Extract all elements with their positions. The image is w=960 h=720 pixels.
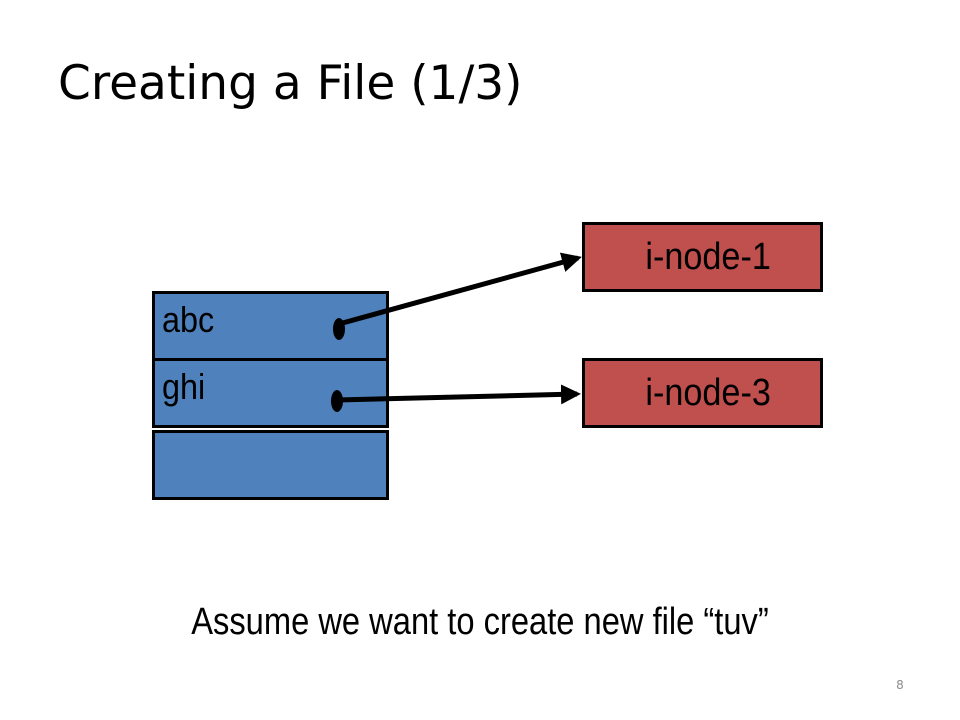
slide-caption: Assume we want to create new file “tuv” (191, 601, 769, 643)
directory-entry-empty (152, 430, 389, 500)
inode-label: i-node-3 (645, 372, 771, 414)
inode-3-box: i-node-3 (582, 358, 823, 428)
slide-title: Creating a File (1/3) (58, 56, 523, 111)
inode-label: i-node-1 (645, 236, 771, 278)
slide-number: 8 (896, 678, 904, 692)
directory-entry-name: ghi (162, 366, 206, 407)
directory-entry-name: abc (162, 299, 215, 340)
directory-entry-abc: abc (152, 291, 389, 361)
directory-entry-ghi: ghi (152, 358, 389, 428)
inode-1-box: i-node-1 (582, 222, 823, 292)
